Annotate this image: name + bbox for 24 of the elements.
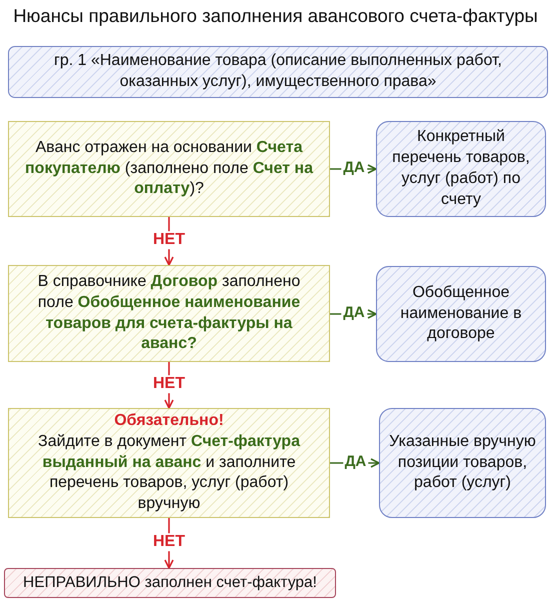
instruction-box — [8, 408, 330, 518]
title: Нюансы правильного заполнения авансового счета-фактуры — [12, 4, 539, 28]
node-text: Зайдите в документ Счет-фактура выданный на аванс и заполните перечень товаров, услуг (работ) вручную — [37, 432, 302, 514]
result-box — [376, 266, 546, 362]
edge-label: НЕТ — [151, 375, 187, 393]
edge-label: ДА — [341, 160, 367, 176]
edge-label: ДА — [341, 304, 367, 322]
edge-label: НЕТ — [151, 231, 187, 249]
result-box — [379, 408, 546, 518]
edge-label: ДА — [342, 454, 368, 470]
error-box — [4, 568, 336, 598]
condition-box — [8, 121, 330, 217]
node-text: В справочнике Договор заполнено поле Обобщенное наименование товаров для счета-фактуры на аванс? — [36, 272, 302, 354]
edge-label: НЕТ — [151, 533, 187, 551]
header-box — [8, 46, 548, 98]
warning-text: Обязательно! — [113, 411, 225, 431]
node-text: гр. 1 «Наименование товара (описание выполненных работ, оказанных услуг), имущественного права» — [53, 51, 503, 92]
node-text: Обобщенное наименование в договоре — [399, 282, 523, 344]
node-text: Аванс отражен на основании Счета покупателю (заполнено поле Счет на оплату)? — [24, 138, 314, 200]
node-text: Указанные вручную позиции товаров, работ (услуг) — [388, 432, 537, 494]
result-box — [376, 121, 546, 217]
condition-box — [8, 265, 330, 362]
node-text: Конкретный перечень товаров, услуг (работ) по счету — [391, 127, 531, 210]
node-text: НЕПРАВИЛЬНО заполнен счет-фактура! — [22, 572, 318, 593]
